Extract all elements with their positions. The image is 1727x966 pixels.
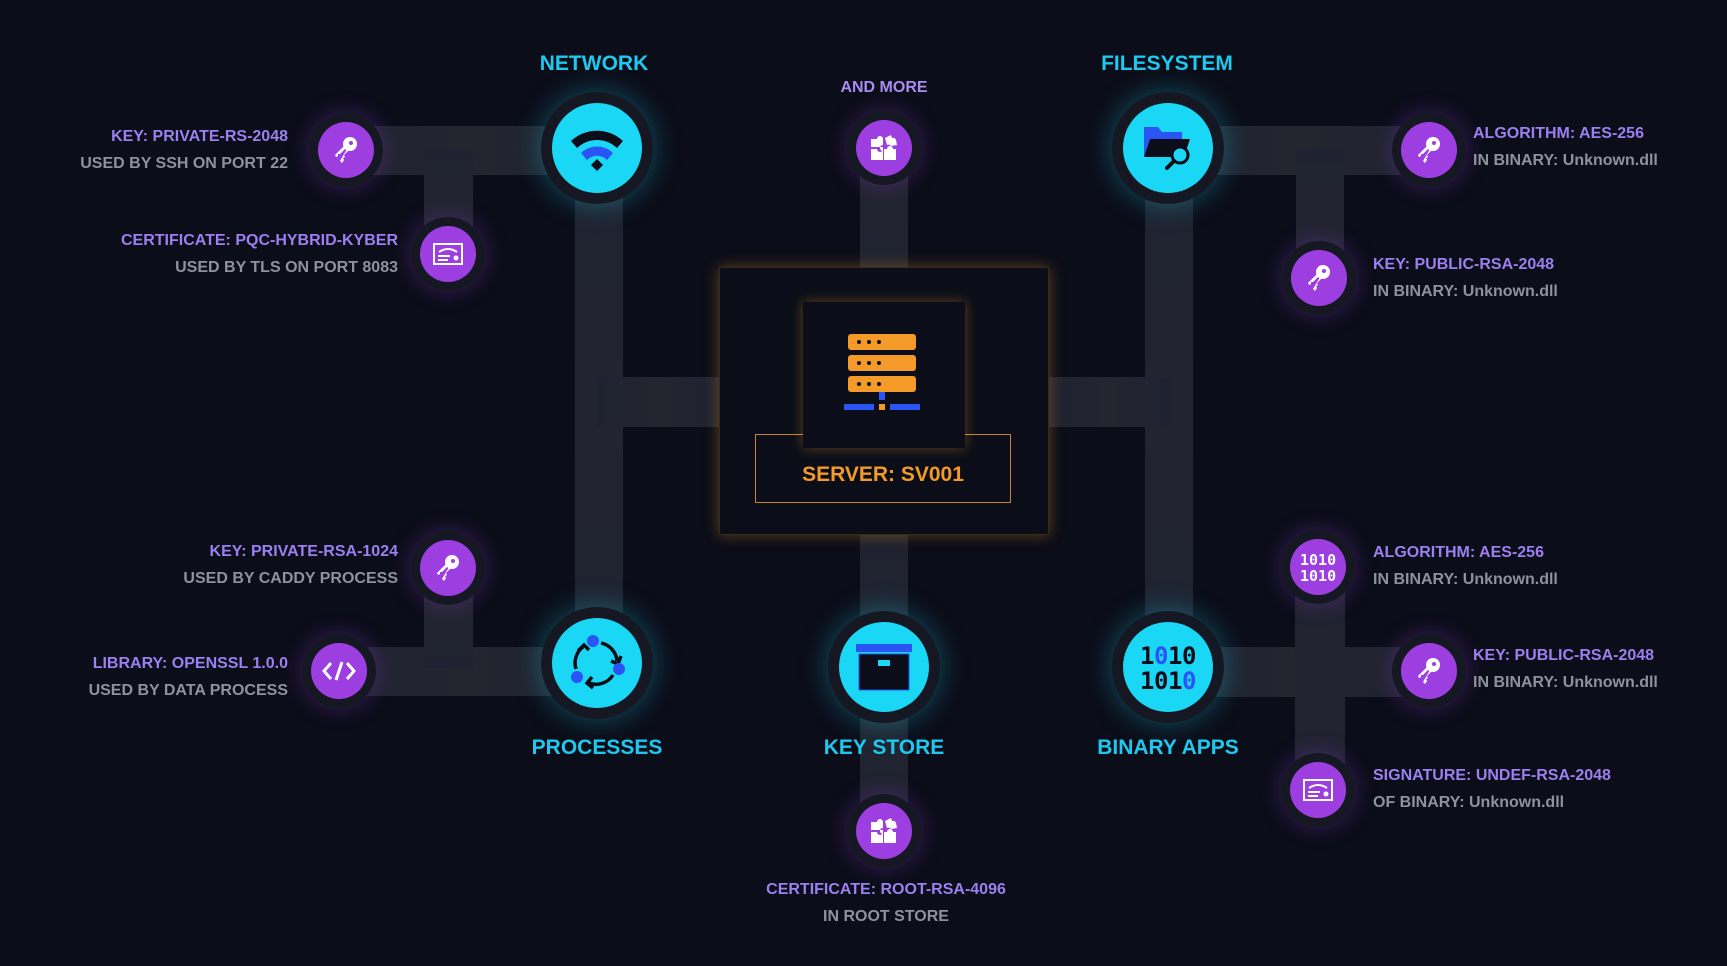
puzzle-icon (871, 135, 897, 160)
key-icon (335, 137, 357, 163)
leaf-subtitle: USED BY SSH ON PORT 22 (80, 155, 288, 172)
leaf-title: SIGNATURE: UNDEF-RSA-2048 (1373, 767, 1611, 784)
svg-text:1: 1 (1168, 643, 1182, 670)
hub-label-processes: PROCESSES (531, 736, 663, 759)
leaf-title: KEY: PUBLIC-RSA-2048 (1473, 647, 1655, 664)
code-icon (322, 661, 356, 681)
leaf-title: KEY: PUBLIC-RSA-2048 (1373, 256, 1555, 273)
wifi-icon (571, 130, 623, 171)
leaf-info-bin-key: KEY: PUBLIC-RSA-2048 IN BINARY: Unknown.… (1473, 642, 1658, 696)
svg-text:1010: 1010 (1300, 567, 1336, 583)
hub-label-binary-apps: BINARY APPS (1097, 736, 1239, 759)
certificate-icon (433, 243, 463, 265)
leaf-proc-library[interactable] (302, 634, 376, 708)
leaf-title: KEY: PRIVATE-RSA-1024 (209, 543, 398, 560)
binary-1010-icon: 1010 1010 (1300, 551, 1336, 583)
leaf-title: ALGORITHM: AES-256 (1373, 544, 1544, 561)
leaf-subtitle: IN ROOT STORE (823, 908, 949, 925)
leaf-info-ks-cert: CERTIFICATE: ROOT-RSA-4096 IN ROOT STORE (766, 876, 1006, 930)
leaf-net-cert[interactable] (411, 217, 485, 291)
server-label: SERVER: SV001 (802, 463, 964, 486)
svg-text:1: 1 (1140, 667, 1154, 691)
svg-text:0: 0 (1182, 643, 1196, 670)
leaf-subtitle: IN BINARY: Unknown.dll (1473, 152, 1658, 169)
server-rack-icon (844, 334, 920, 410)
leaf-ks-cert[interactable] (847, 794, 921, 868)
leaf-info-fs-key: KEY: PUBLIC-RSA-2048 IN BINARY: Unknown.… (1373, 251, 1558, 305)
cycle-arrows-icon (571, 635, 625, 690)
leaf-subtitle: USED BY CADDY PROCESS (183, 570, 398, 587)
leaf-fs-key[interactable] (1282, 241, 1356, 315)
leaf-info-net-cert: CERTIFICATE: PQC-HYBRID-KYBER USED BY TL… (121, 227, 398, 281)
connector (1047, 377, 1169, 427)
leaf-info-bin-signature: SIGNATURE: UNDEF-RSA-2048 OF BINARY: Unk… (1373, 762, 1611, 816)
leaf-bin-key[interactable] (1392, 634, 1466, 708)
hub-network[interactable] (541, 92, 653, 204)
leaf-info-net-key: KEY: PRIVATE-RS-2048 USED BY SSH ON PORT… (80, 123, 288, 177)
svg-text:0: 0 (1154, 643, 1168, 670)
leaf-fs-algorithm[interactable] (1392, 113, 1466, 187)
hub-label-keystore: KEY STORE (823, 736, 945, 759)
leaf-title: CERTIFICATE: ROOT-RSA-4096 (766, 881, 1006, 898)
hub-filesystem[interactable] (1112, 92, 1224, 204)
svg-text:1: 1 (1140, 643, 1154, 670)
hub-keystore[interactable] (828, 611, 940, 723)
leaf-proc-key[interactable] (411, 531, 485, 605)
leaf-subtitle: USED BY DATA PROCESS (88, 682, 288, 699)
leaf-title: KEY: PRIVATE-RS-2048 (111, 128, 288, 145)
svg-text:1: 1 (1168, 667, 1182, 691)
key-icon (1418, 137, 1440, 163)
leaf-info-proc-key: KEY: PRIVATE-RSA-1024 USED BY CADDY PROC… (183, 538, 398, 592)
leaf-subtitle: OF BINARY: Unknown.dll (1373, 794, 1565, 811)
leaf-bin-algorithm[interactable]: 1010 1010 (1281, 530, 1355, 604)
leaf-info-fs-algorithm: ALGORITHM: AES-256 IN BINARY: Unknown.dl… (1473, 120, 1658, 174)
leaf-info-bin-algorithm: ALGORITHM: AES-256 IN BINARY: Unknown.dl… (1373, 539, 1558, 593)
connector (1295, 567, 1345, 790)
svg-text:1010: 1010 (1300, 551, 1336, 569)
leaf-subtitle: IN BINARY: Unknown.dll (1473, 674, 1658, 691)
key-icon (1418, 658, 1440, 684)
key-icon (1308, 265, 1330, 291)
hub-label-filesystem: FILESYSTEM (1101, 52, 1233, 75)
key-icon (437, 555, 459, 581)
leaf-title: LIBRARY: OPENSSL 1.0.0 (92, 655, 288, 672)
certificate-icon (1303, 779, 1333, 801)
hub-and-more[interactable] (847, 111, 921, 185)
puzzle-icon (871, 818, 897, 843)
leaf-title: CERTIFICATE: PQC-HYBRID-KYBER (120, 232, 398, 249)
hub-label-and-more: AND MORE (840, 79, 928, 96)
hub-label-network: NETWORK (539, 52, 649, 75)
leaf-subtitle: USED BY TLS ON PORT 8083 (175, 259, 398, 276)
leaf-bin-signature[interactable] (1281, 753, 1355, 827)
leaf-net-key[interactable] (309, 113, 383, 187)
hub-processes[interactable] (541, 607, 653, 719)
leaf-title: ALGORITHM: AES-256 (1473, 125, 1644, 142)
leaf-info-proc-library: LIBRARY: OPENSSL 1.0.0 USED BY DATA PROC… (89, 650, 288, 704)
folder-search-icon (1144, 127, 1190, 170)
connector (597, 377, 721, 427)
server-icon-box (803, 302, 965, 448)
leaf-subtitle: IN BINARY: Unknown.dll (1373, 571, 1558, 588)
leaf-subtitle: IN BINARY: Unknown.dll (1373, 283, 1558, 300)
archive-box-icon (856, 644, 912, 691)
svg-text:0: 0 (1154, 667, 1168, 691)
svg-text:0: 0 (1182, 667, 1196, 691)
